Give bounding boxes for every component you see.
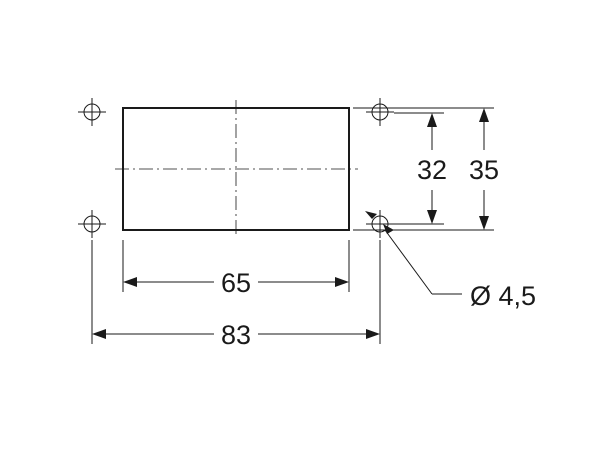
dimension-32-label: 32 bbox=[417, 155, 447, 185]
hole-diameter-leader bbox=[365, 211, 462, 295]
hole-top-left bbox=[78, 98, 106, 126]
dimension-65-label: 65 bbox=[221, 268, 251, 298]
hole-bottom-right bbox=[366, 210, 394, 238]
dimension-32-line bbox=[427, 113, 437, 224]
dimension-35-line bbox=[479, 108, 489, 230]
dimension-83-label: 83 bbox=[221, 320, 251, 350]
dimension-35-label: 35 bbox=[469, 155, 499, 185]
hole-diameter-label: Ø 4,5 bbox=[470, 281, 536, 311]
hole-top-right bbox=[366, 98, 394, 126]
hole-bottom-left bbox=[78, 210, 106, 238]
